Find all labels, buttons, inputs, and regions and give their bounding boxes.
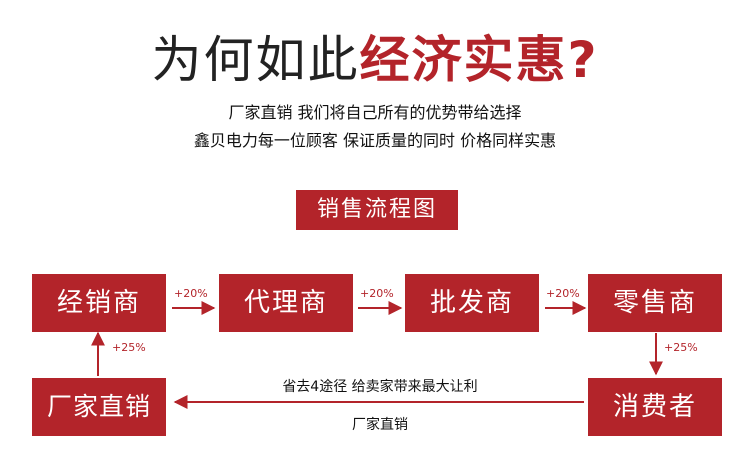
markup-dealer-to-agent: +20% (174, 287, 208, 300)
headline-dark: 为何如此 (151, 31, 360, 89)
headline: 为何如此经济实惠? (0, 28, 750, 92)
subtitle-line-2: 鑫贝电力每一位顾客 保证质量的同时 价格同样实惠 (193, 131, 557, 150)
headline-red: 经济实惠 (359, 31, 568, 89)
markup-agent-to-wholesaler: +20% (360, 287, 394, 300)
node-wholesaler: 批发商 (405, 274, 539, 332)
direct-route-bottom-note: 厂家直销 (352, 417, 408, 433)
markup-wholesaler-to-retailer: +20% (546, 287, 580, 300)
direct-route-top-note: 省去4途径 给卖家带来最大让利 (282, 379, 478, 395)
markup-retailer-to-consumer: +25% (664, 341, 698, 354)
headline-mark: ? (567, 31, 599, 89)
node-retailer: 零售商 (588, 274, 722, 332)
node-dealer: 经销商 (32, 274, 166, 332)
subtitle-line-1: 厂家直销 我们将自己所有的优势带给选择 (228, 103, 522, 122)
section-banner: 销售流程图 (296, 190, 458, 230)
node-consumer: 消费者 (588, 378, 722, 436)
node-factory: 厂家直销 (32, 378, 166, 436)
markup-factory-to-dealer: +25% (112, 341, 146, 354)
node-agent: 代理商 (219, 274, 353, 332)
